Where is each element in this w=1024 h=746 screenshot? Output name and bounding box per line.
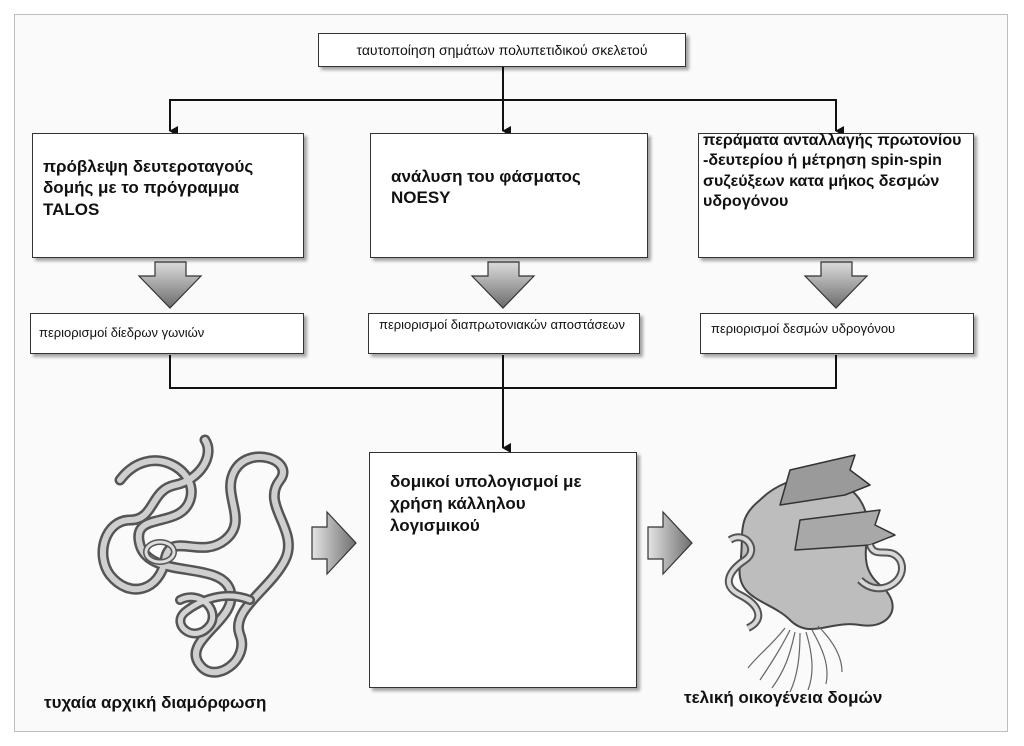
right-arrow-left <box>311 510 357 576</box>
distance-restraints-box: περιορισμοί διαπρωτονιακών αποστάσεων <box>368 313 640 354</box>
backbone-assignment-box: ταυτοποίηση σημάτων πολυπετιδικού σκελετ… <box>318 33 686 67</box>
talos-prediction-box: πρόβλεψη δευτεροταγούς δομής με το πρόγρ… <box>32 133 304 258</box>
hbond-restraints-label: περιορισμοί δεσμών υδρογόνου <box>711 321 896 336</box>
hd-exchange-label: περάματα ανταλλαγής πρωτονίου -δευτερίου… <box>703 132 962 210</box>
dihedral-restraints-label: περιορισμοί δίεδρων γωνιών <box>39 325 205 340</box>
random-coil-protein-icon <box>97 434 294 678</box>
talos-prediction-label: πρόβλεψη δευτεροταγούς δομής με το πρόγρ… <box>43 157 254 219</box>
down-arrow-2 <box>470 261 536 309</box>
structure-calculation-box: δομικοί υπολογισμοί με χρήση κάλληλου λο… <box>369 452 637 688</box>
backbone-assignment-label: ταυτοποίηση σημάτων πολυπετιδικού σκελετ… <box>356 42 648 58</box>
hd-exchange-box: περάματα ανταλλαγής πρωτονίου -δευτερίου… <box>698 132 974 258</box>
random-initial-caption: τυχαία αρχική διαμόρφωση <box>44 693 267 712</box>
right-arrow-right <box>647 510 693 576</box>
noesy-analysis-label: ανάλυση του φάσματος NOESY <box>391 167 581 208</box>
folded-protein-ensemble-icon <box>724 454 906 693</box>
dihedral-restraints-box: περιορισμοί δίεδρων γωνιών <box>30 313 304 354</box>
noesy-analysis-box: ανάλυση του φάσματος NOESY <box>370 133 648 258</box>
distance-restraints-label: περιορισμοί διαπρωτονιακών αποστάσεων <box>379 317 625 332</box>
down-arrow-3 <box>803 261 869 309</box>
down-arrow-1 <box>137 261 203 309</box>
hbond-restraints-box: περιορισμοί δεσμών υδρογόνου <box>700 313 974 354</box>
final-family-caption: τελική οικογένεια δομών <box>684 688 883 707</box>
structure-calculation-label: δομικοί υπολογισμοί με χρήση κάλληλου λο… <box>390 472 582 536</box>
